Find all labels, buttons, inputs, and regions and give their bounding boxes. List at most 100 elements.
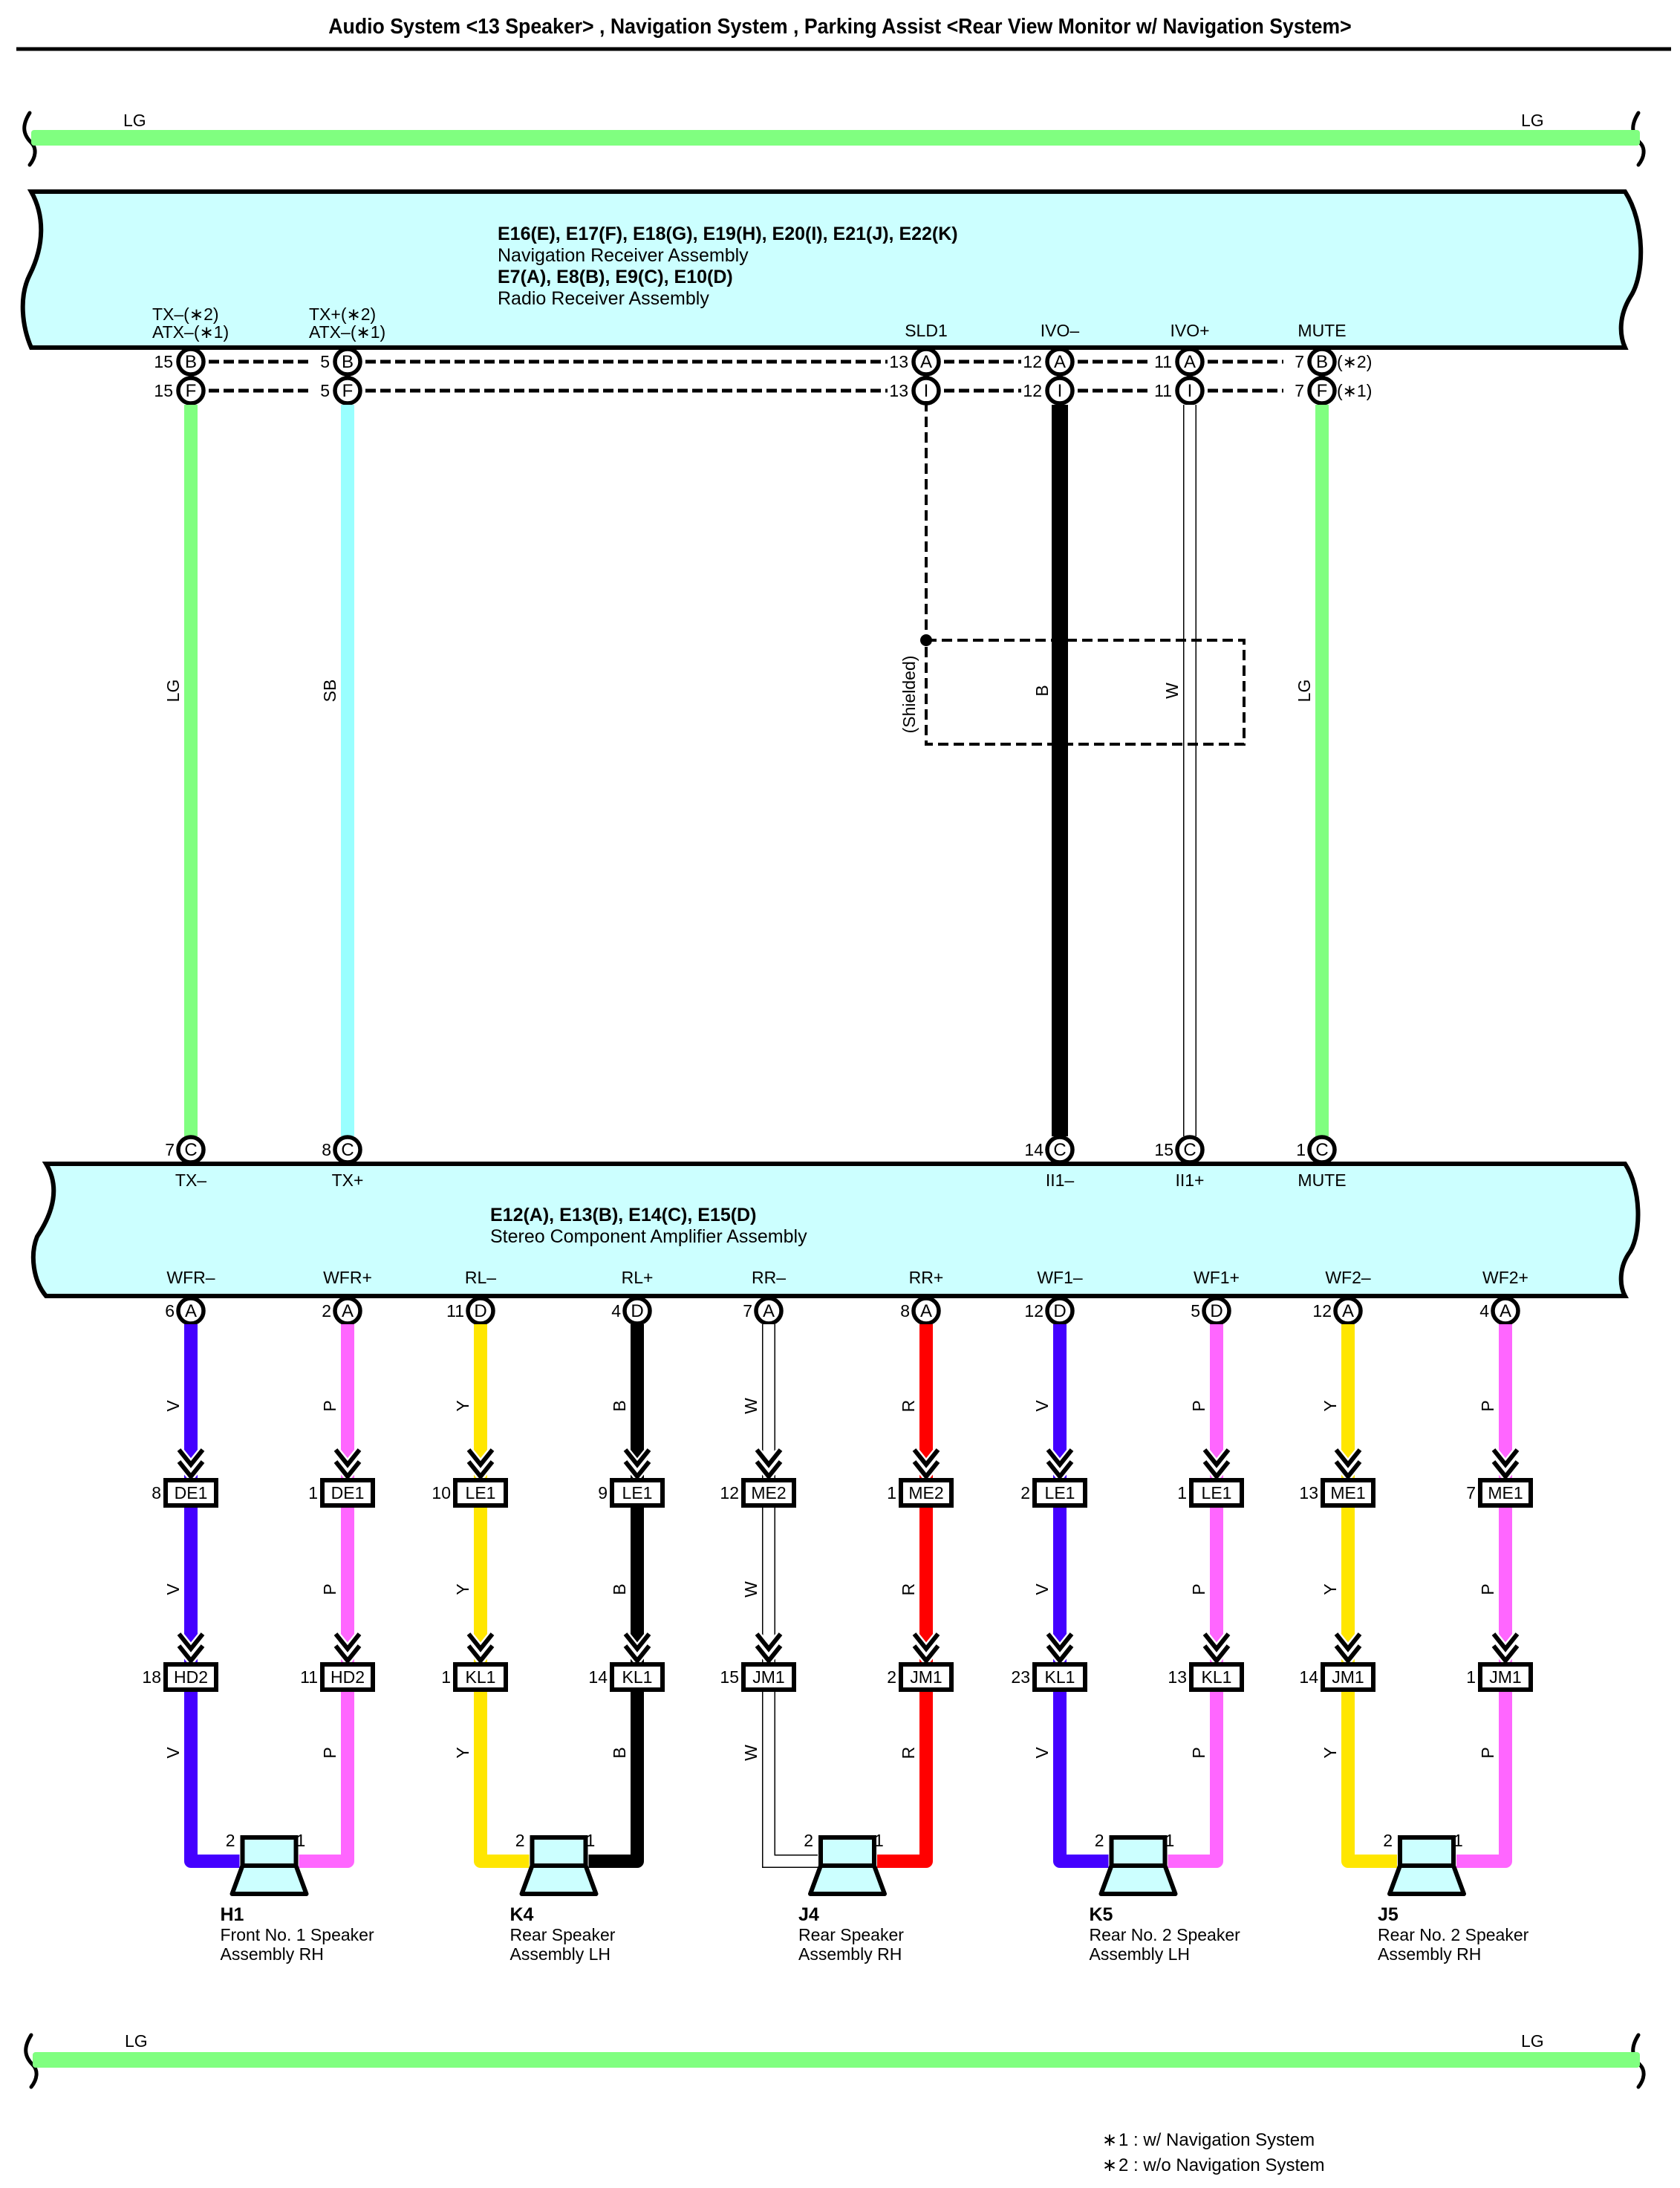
junction-arrow-icon — [465, 1631, 496, 1667]
wire-segment — [762, 1690, 818, 1868]
connector-pin[interactable]: I — [911, 376, 941, 406]
terminal-label: TX+(∗2) — [309, 305, 376, 324]
connector-pin[interactable]: A — [911, 1296, 941, 1326]
wire-color-label: Y — [453, 1583, 472, 1595]
wire-color-label: R — [899, 1583, 918, 1596]
connector-pin[interactable]: D — [1045, 1296, 1075, 1326]
connector-pin[interactable]: B — [1307, 347, 1337, 377]
connector-pin[interactable]: A — [333, 1296, 362, 1326]
connector-pin[interactable]: A — [911, 347, 941, 377]
connector-pin[interactable]: B — [333, 347, 362, 377]
terminal-label: ATX–(∗1) — [309, 322, 385, 342]
footnote-mark: ∗ — [1102, 2155, 1117, 2175]
connector-pin[interactable]: A — [1045, 347, 1075, 377]
connector-pin[interactable]: F — [176, 376, 206, 406]
wire-color-label: B — [610, 1400, 629, 1411]
wire-color-label: P — [1478, 1583, 1497, 1595]
connector-pin[interactable]: B — [176, 347, 206, 377]
speaker-code: K5 — [1090, 1904, 1113, 1925]
wire-segment — [588, 1690, 644, 1868]
junction-arrow-icon — [1490, 1631, 1521, 1667]
pin-number: 7 — [743, 1301, 752, 1321]
connector-letter: C — [341, 1140, 354, 1160]
terminal-label: TX–(∗2) — [152, 305, 219, 324]
speaker-icon — [1098, 1835, 1178, 1896]
receiver-assembly-block: E16(E), E17(F), E18(G), E19(H), E20(I), … — [20, 189, 1644, 406]
connector-pin[interactable]: A — [1175, 347, 1205, 377]
connector-letter: D — [474, 1301, 486, 1321]
connector-pin[interactable]: A — [1333, 1296, 1363, 1326]
connector-pin[interactable]: D — [622, 1296, 652, 1326]
pin-number: 11 — [1154, 381, 1172, 400]
pin-number: 15 — [154, 352, 173, 371]
speaker-code: H1 — [221, 1904, 244, 1925]
wire-color-label: LG — [163, 680, 183, 703]
junction-arrow-icon — [622, 1631, 653, 1667]
connector-pin[interactable]: C — [1045, 1135, 1075, 1165]
connector-pin[interactable]: F — [1307, 376, 1337, 406]
connector-pin[interactable]: D — [466, 1296, 495, 1326]
connector-pin[interactable]: C — [1307, 1135, 1337, 1165]
pin-number: 11 — [1154, 352, 1172, 371]
connector-pin[interactable]: F — [333, 376, 362, 406]
connector-pin[interactable]: A — [176, 1296, 206, 1326]
connector-pin[interactable]: I — [1175, 376, 1205, 406]
wire-color-label: B — [610, 1747, 629, 1758]
connector-letter: A — [185, 1301, 197, 1321]
connector-pin[interactable]: A — [1491, 1296, 1520, 1326]
junction-code: JM1 — [1489, 1667, 1521, 1687]
amplifier-assembly-block: E12(A), E13(B), E14(C), E15(D) Stereo Co… — [30, 1162, 1641, 1326]
connector-pin[interactable]: D — [1202, 1296, 1231, 1326]
junction-connector[interactable]: KL1 23 — [1011, 1662, 1087, 1692]
connector-pin[interactable]: A — [754, 1296, 784, 1326]
junction-pin-number: 23 — [1011, 1667, 1030, 1687]
speaker-pin-number: 2 — [226, 1831, 235, 1850]
amplifier-codes: E12(A), E13(B), E14(C), E15(D) — [490, 1205, 756, 1225]
junction-pin-number: 8 — [152, 1483, 161, 1502]
speaker-pin-number: 2 — [804, 1831, 813, 1850]
footnotes: ∗ 1 : w/ Navigation System ∗ 2 : w/o Nav… — [1102, 2130, 1324, 2175]
terminal-label: IVO+ — [1170, 321, 1209, 340]
connector-letter: D — [1053, 1301, 1066, 1321]
connector-letter: C — [1315, 1140, 1328, 1160]
junction-pin-number: 18 — [142, 1667, 161, 1687]
shield-group: (Shielded) — [899, 401, 1246, 746]
connector-pin[interactable]: I — [1045, 376, 1075, 406]
junction-pin-number: 7 — [1466, 1483, 1476, 1502]
connector-pin[interactable]: C — [176, 1135, 206, 1165]
terminal-label: WF2+ — [1482, 1268, 1528, 1287]
top-lg-bus: LG LG — [22, 111, 1646, 167]
junction-arrow-icon — [1332, 1447, 1364, 1483]
junction-code: KL1 — [1045, 1667, 1075, 1687]
connector-pin[interactable]: C — [333, 1135, 362, 1165]
connector-pin[interactable]: C — [1175, 1135, 1205, 1165]
